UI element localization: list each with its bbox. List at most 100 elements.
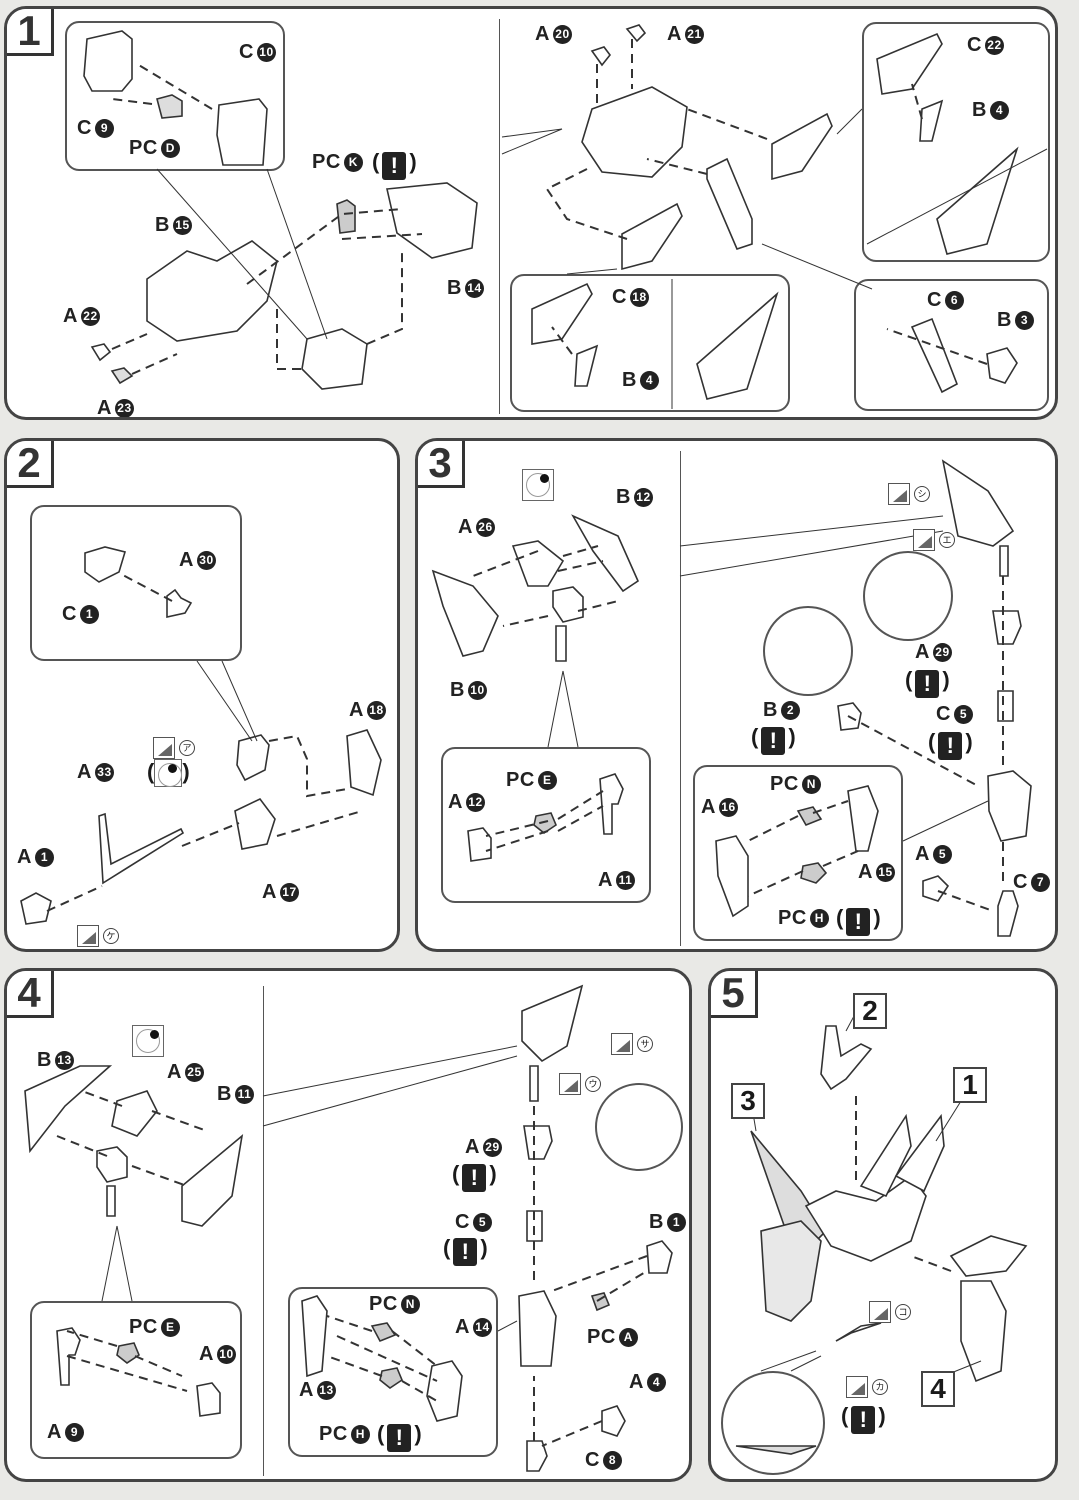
part-number: 9 [94, 119, 114, 138]
caution-blade: (!) [841, 1403, 886, 1434]
warning-icon: ! [382, 152, 407, 180]
warning-icon: ! [761, 727, 786, 755]
part-letter: B [649, 1211, 664, 1233]
sticker-code-u: ウ [585, 1076, 601, 1092]
part-letter: B [616, 486, 631, 508]
part-number: 29 [932, 643, 952, 662]
warning-icon: ! [846, 908, 871, 936]
part-letter: A [167, 1061, 182, 1083]
part-number: 11 [234, 1085, 254, 1104]
warning-icon: ! [462, 1164, 487, 1192]
part-number: 10 [216, 1345, 236, 1364]
part-number: 14 [464, 279, 484, 298]
caution-b2: (!) [751, 724, 796, 755]
part-number: 22 [80, 307, 100, 326]
part-number: 23 [114, 399, 134, 417]
part-number: 29 [482, 1138, 502, 1157]
caution-c5: (!) [928, 729, 973, 760]
sticker-icon [888, 483, 910, 505]
part-number: 3 [1014, 311, 1034, 330]
part-number: 1 [79, 605, 99, 624]
part-number: 1 [34, 848, 54, 867]
part-number: 5 [953, 705, 973, 724]
part-letter: A [77, 761, 92, 783]
step-1-parts-drawing [83, 24, 1048, 409]
part-letter: C [612, 286, 627, 308]
part-number: 10 [467, 681, 487, 700]
part-letter: PC [587, 1326, 616, 1348]
part-letter: A [629, 1371, 644, 1393]
part-number: E [160, 1318, 180, 1337]
part-letter: C [585, 1449, 600, 1471]
warning-icon: ! [938, 732, 963, 760]
part-letter: A [458, 516, 473, 538]
warning-icon: ! [387, 1424, 412, 1452]
part-letter: A [63, 305, 78, 327]
step-number: 2 [7, 441, 54, 488]
step-3-panel: 3 [415, 438, 1058, 952]
detail-circle-a29 [863, 551, 953, 641]
sticker-icon [611, 1033, 633, 1055]
part-letter: A [465, 1136, 480, 1158]
part-letter: A [448, 791, 463, 813]
part-number: 7 [1030, 873, 1050, 892]
part-number: 12 [633, 488, 653, 507]
part-letter: A [915, 843, 930, 865]
part-letter: B [217, 1083, 232, 1105]
part-letter: A [535, 23, 550, 45]
sub-assembly-ref-3: 3 [731, 1083, 765, 1119]
part-number: 6 [944, 291, 964, 310]
part-number: 14 [472, 1318, 492, 1337]
part-letter: C [967, 34, 982, 56]
part-letter: A [97, 397, 112, 419]
part-letter: A [299, 1379, 314, 1401]
step-number: 3 [418, 441, 465, 488]
part-letter: A [667, 23, 682, 45]
part-letter: A [47, 1421, 62, 1443]
part-letter: B [622, 369, 637, 391]
part-number: 10 [256, 43, 276, 62]
part-number: 15 [875, 863, 895, 882]
divider [680, 451, 681, 946]
part-letter: A [349, 699, 364, 721]
warning-icon: ! [915, 670, 940, 698]
part-letter: B [972, 99, 987, 121]
marking-paren: () [147, 759, 190, 787]
caution-a29: (!) [905, 667, 950, 698]
part-number: N [801, 775, 821, 794]
part-number: 2 [780, 701, 800, 720]
sticker-icon [913, 529, 935, 551]
part-letter: A [858, 861, 873, 883]
caution-pck: (!) [372, 149, 417, 180]
detail-circle-b2 [763, 606, 853, 696]
sticker-icon [77, 925, 99, 947]
step-4-panel: 4 [4, 968, 692, 1482]
caution-pch: (!) [836, 905, 881, 936]
part-number: 4 [646, 1373, 666, 1392]
